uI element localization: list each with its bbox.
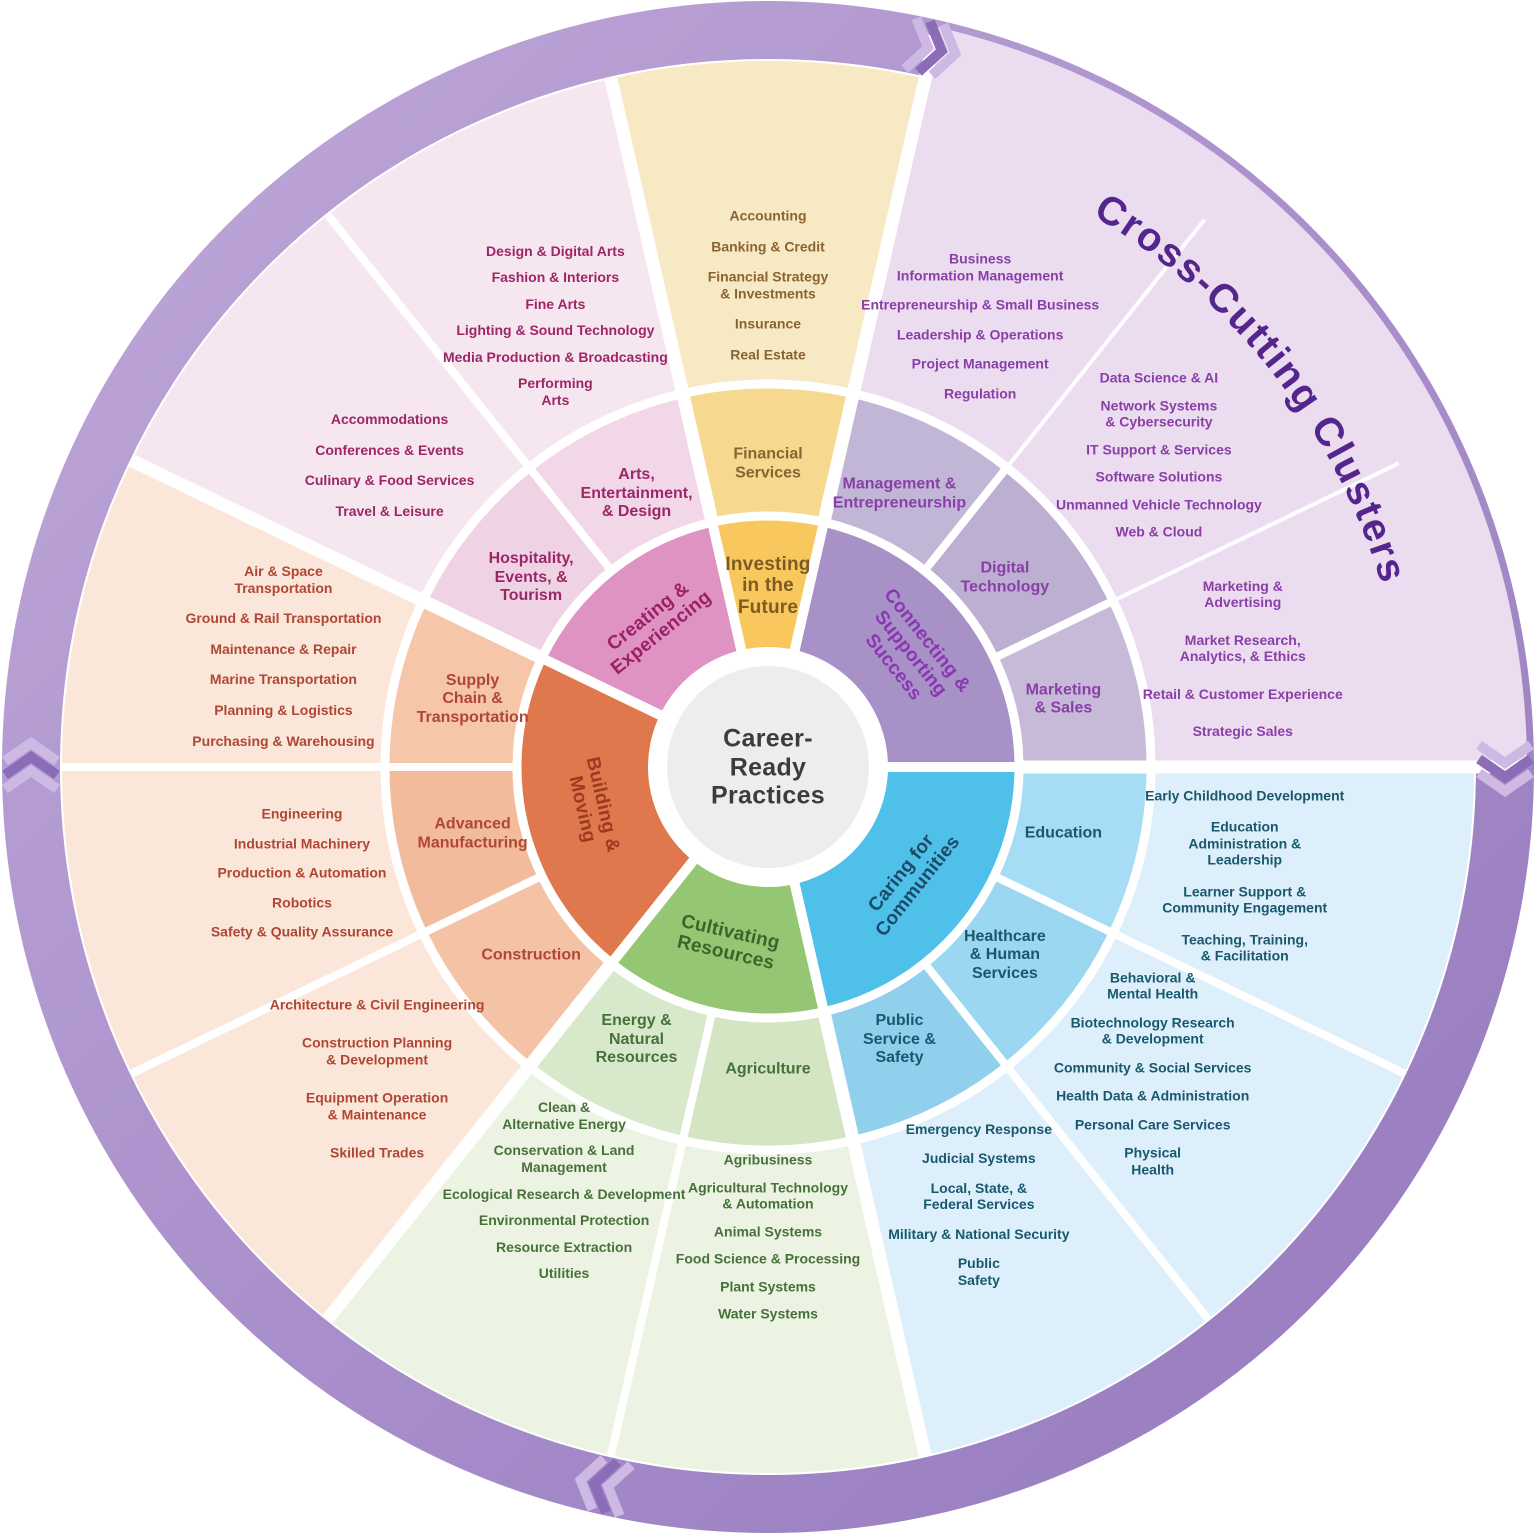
separator-line — [707, 520, 750, 667]
sector-outer-agriculture — [610, 1141, 926, 1473]
center-circle — [667, 666, 869, 868]
ring-gap-outer — [380, 379, 1156, 1155]
separator-line — [786, 520, 829, 667]
separator-line — [1005, 218, 1207, 469]
separator-line — [816, 1007, 932, 1457]
chevron-arrow-icon — [1476, 740, 1534, 798]
separator-line — [129, 454, 548, 666]
sector-outer-advanced-manufacturing — [62, 767, 423, 1074]
sector-inner-creating-experiencing — [542, 523, 744, 719]
sector-inner-caring-for-communities — [792, 767, 1018, 1011]
separator-line — [786, 867, 829, 1014]
chevron-arrow-icon — [574, 1455, 635, 1518]
sector-outer-supply-chain-transportation — [62, 460, 423, 767]
sector-outer-education — [1113, 767, 1474, 1074]
separator-line — [1113, 461, 1400, 603]
separator-line — [816, 34, 942, 527]
sector-middle-financial-services — [682, 385, 854, 522]
sector-outer-financial-services — [610, 60, 926, 393]
separator-line — [606, 845, 708, 968]
sector-outer-energy-natural-resources — [327, 1067, 683, 1456]
separator-line — [919, 464, 1011, 576]
sector-outer-public-service-safety — [853, 1067, 1209, 1456]
separator-line — [130, 870, 547, 1077]
sector-inner-investing-in-the-future — [712, 517, 824, 658]
separator-line — [538, 653, 677, 727]
sector-middle-agriculture — [682, 1012, 854, 1149]
separator-line — [604, 77, 720, 527]
cross-cutting-region — [853, 27, 1527, 767]
ring-gap-inner — [512, 511, 1024, 1023]
separator-line — [919, 958, 1212, 1322]
separator-line — [324, 212, 617, 576]
sector-inner-connecting-supporting-success — [792, 523, 1018, 767]
separator-line — [607, 1007, 717, 1457]
separator-line — [989, 596, 1116, 664]
chevron-arrow-icon — [2, 736, 60, 794]
chevron-arrow-icon — [901, 16, 962, 79]
separator-line — [989, 870, 1406, 1077]
sector-inner-cultivating-resources — [612, 854, 824, 1018]
sector-outer-arts-entertainment-design — [327, 78, 683, 467]
separator-line — [322, 956, 619, 1324]
